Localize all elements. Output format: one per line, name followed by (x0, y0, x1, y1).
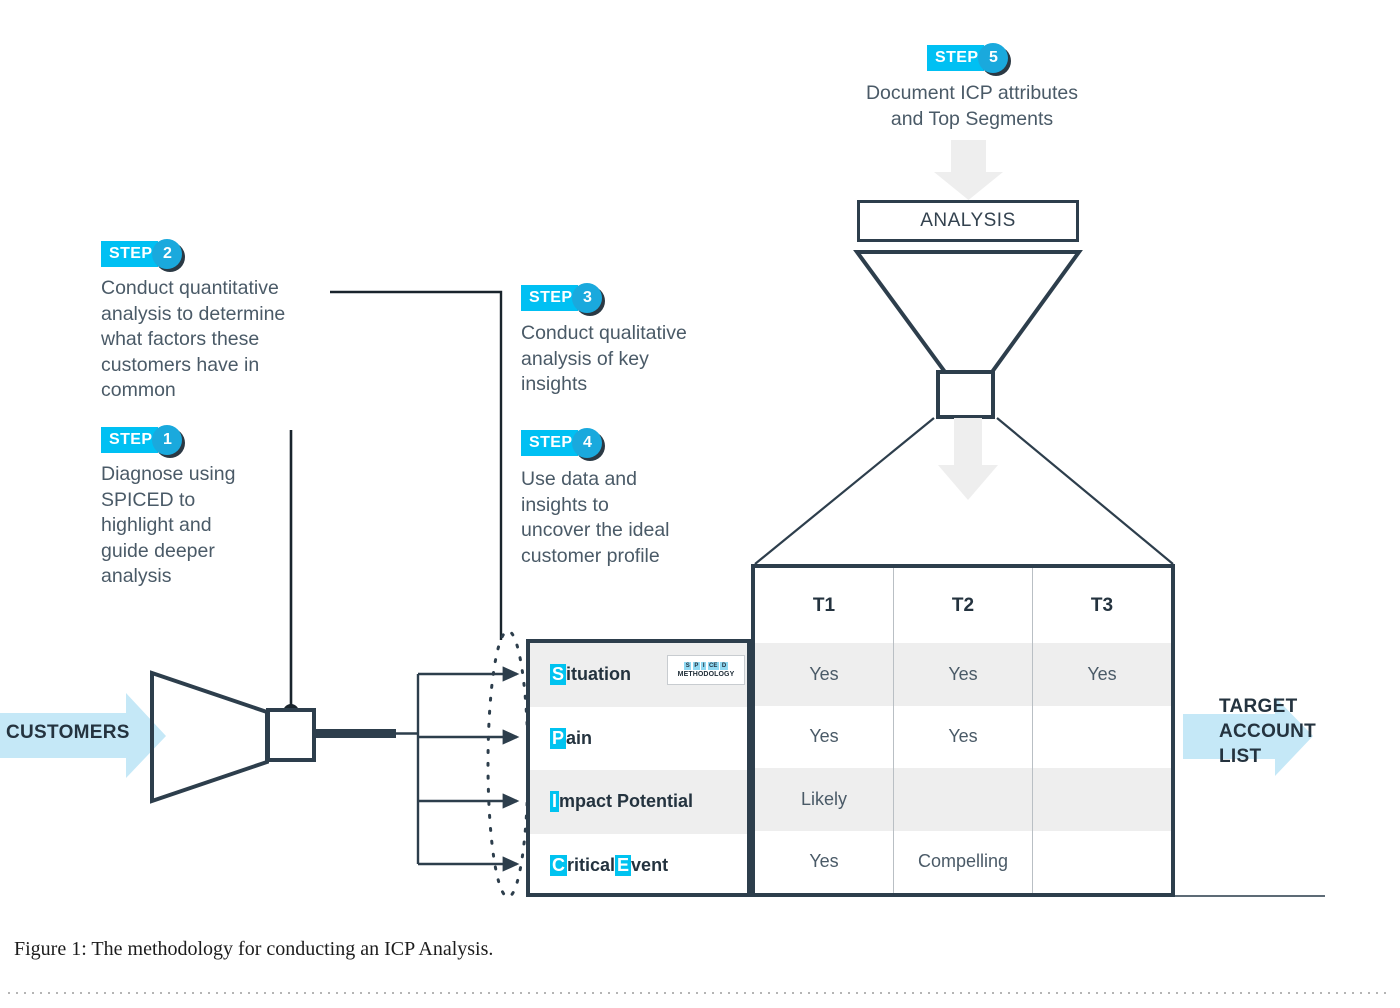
cell-situation-t2: Yes (894, 643, 1033, 706)
step-1-badge-rect: STEP (101, 427, 159, 453)
step-4-badge-number: 4 (572, 428, 603, 458)
spiced-logo-letter-s: S (684, 661, 692, 670)
spiced-logo-letter-i: I (701, 661, 706, 670)
spiced-logo-word: METHODOLOGY (677, 670, 735, 678)
segment-column-header-t1: T1 (755, 568, 894, 643)
spiced-initial-i: I (550, 791, 560, 813)
step-1-text: Diagnose using SPICED to highlight and g… (101, 463, 236, 587)
branch-manifold (396, 666, 520, 872)
segment-matrix-body: Yes Yes Yes Yes Yes Likely Yes Compellin… (755, 643, 1171, 893)
figure-caption: Figure 1: The methodology for conducting… (14, 938, 494, 960)
dotted-selection-ellipse (486, 629, 530, 899)
table-row: Likely (755, 768, 1171, 831)
segment-column-header-t2: T2 (894, 568, 1033, 643)
step5-down-arrow (934, 140, 1003, 200)
cell-critical-event-t3 (1033, 831, 1171, 894)
cell-critical-event-t2: Compelling (894, 830, 1033, 893)
step-1-badge-label: STEP (109, 431, 153, 448)
cell-impact-t1: Likely (755, 768, 894, 831)
spiced-logo-letter-p: P (692, 661, 700, 670)
spiced-logo-letter-d: D (720, 661, 728, 670)
step2-connector-line (330, 290, 503, 640)
cell-situation-t1: Yes (755, 643, 894, 706)
segment-matrix-table: T1 T2 T3 Yes Yes Yes Yes Yes Likely Yes (751, 564, 1175, 897)
step-3-badge-rect: STEP (521, 285, 579, 311)
step-4-text: Use data and insights to uncover the ide… (521, 468, 670, 567)
spiced-initial-e: E (615, 854, 632, 876)
step-1-badge-number: 1 (152, 425, 183, 455)
spiced-label-event: vent (631, 854, 669, 875)
step-4-badge-label: STEP (529, 434, 573, 451)
spiced-label-impact-potential: mpact Potential (559, 791, 694, 812)
step-3-badge: STEP 3 (521, 283, 603, 313)
customer-funnel-trapezoid (150, 670, 396, 804)
table-row: Yes Compelling (755, 830, 1171, 894)
step-4-badge-rect: STEP (521, 430, 579, 456)
step-5-text: Document ICP attributes and Top Segments (865, 82, 1079, 130)
step-2-badge: STEP 2 (101, 239, 183, 269)
step-2-text: Conduct quantitative analysis to determi… (101, 277, 286, 401)
cell-situation-t3: Yes (1087, 663, 1117, 684)
segment-matrix-header-row: T1 T2 T3 (755, 568, 1171, 643)
spiced-methodology-logo: S P I CE D METHODOLOGY (667, 655, 745, 685)
customers-input-label: CUSTOMERS (6, 722, 130, 743)
spiced-label-critical: ritical (567, 854, 616, 875)
cell-pain-t3 (1033, 706, 1171, 769)
analysis-box: ANALYSIS (857, 200, 1079, 242)
analysis-label: ANALYSIS (920, 210, 1016, 231)
step-2-badge-number: 2 (152, 239, 183, 269)
step-5-badge-rect: STEP (927, 45, 985, 71)
table-row: Yes Yes (755, 705, 1171, 769)
step-4-badge: STEP 4 (521, 428, 603, 458)
step-3-badge-number: 3 (572, 283, 603, 313)
cell-critical-event-t1: Yes (755, 830, 894, 893)
cell-pain-t1: Yes (755, 705, 894, 768)
spiced-label-situation: ituation (566, 664, 632, 685)
spiced-initial-p: P (550, 727, 567, 749)
step-5-badge-label: STEP (935, 49, 979, 66)
spiced-logo-letters: S P I CE D (684, 661, 728, 670)
step-3-text: Conduct qualitative analysis of key insi… (521, 322, 687, 395)
funnel-shape (754, 250, 1174, 565)
step-3-badge-label: STEP (529, 289, 573, 306)
spiced-initial-c: C (550, 854, 567, 876)
step-5-badge: STEP 5 (927, 43, 1009, 73)
spiced-logo-letter-ce: CE (707, 661, 719, 670)
step-5-badge-number: 5 (978, 43, 1009, 73)
step-1-badge: STEP 1 (101, 425, 183, 455)
segment-column-header-t3: T3 (1090, 594, 1114, 616)
table-row: Yes Yes Yes (755, 643, 1171, 706)
cell-impact-t2 (894, 768, 1033, 831)
cell-pain-t2: Yes (894, 705, 1033, 768)
step-2-badge-label: STEP (109, 245, 153, 262)
target-account-list-label: TARGET ACCOUNT LIST (1219, 696, 1317, 767)
cell-impact-t3 (1033, 768, 1171, 831)
spiced-label-pain: ain (566, 727, 593, 748)
step-2-badge-rect: STEP (101, 241, 159, 267)
step1-connector-line (283, 430, 299, 720)
spiced-initial-s: S (550, 664, 567, 686)
